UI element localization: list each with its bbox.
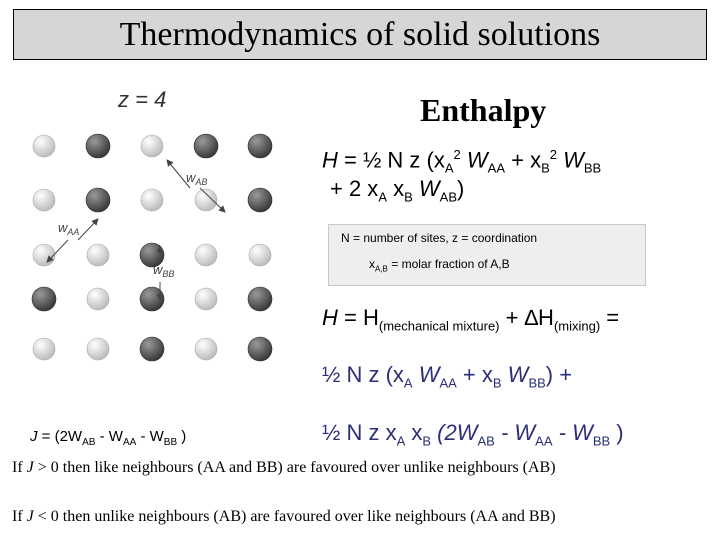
w-aa-arrow-1 bbox=[46, 239, 69, 263]
lattice-diagram: wAB wAA wBB bbox=[31, 133, 273, 362]
w-bb-label: wBB bbox=[153, 262, 174, 279]
atom-a bbox=[194, 287, 218, 311]
atom-b bbox=[31, 286, 57, 312]
atom-a bbox=[86, 337, 110, 361]
atom-b bbox=[85, 187, 111, 213]
w-ab-arrow-1 bbox=[166, 159, 191, 189]
mechanical-mixture-term: ½ N z (xA WAA + xB WBB) + bbox=[322, 362, 573, 391]
enthalpy-decomposition: H = H(mechanical mixture) + ∆H(mixing) = bbox=[322, 305, 620, 334]
coordination-label: z = 4 bbox=[118, 87, 167, 112]
mixing-term: ½ N z xA xB (2WAB - WAA - WBB ) bbox=[322, 420, 624, 449]
w-ab-label: wAB bbox=[186, 170, 207, 187]
atom-a bbox=[194, 243, 218, 267]
definitions-box: N = number of sites, z = coordination xA… bbox=[328, 224, 646, 286]
atom-a bbox=[86, 243, 110, 267]
atoms-group bbox=[31, 133, 273, 362]
title-bar: Thermodynamics of solid solutions bbox=[13, 9, 707, 60]
atom-a bbox=[194, 337, 218, 361]
atom-b bbox=[139, 336, 165, 362]
atom-a bbox=[32, 337, 56, 361]
w-aa-annotation: wAA bbox=[46, 218, 99, 263]
atom-a bbox=[32, 243, 56, 267]
enthalpy-equation-line1: H = ½ N z (xA2 WAA + xB2 WBB bbox=[322, 147, 602, 176]
atom-a bbox=[86, 287, 110, 311]
atom-a bbox=[248, 243, 272, 267]
definition-n-z: N = number of sites, z = coordination bbox=[341, 231, 538, 245]
atom-b bbox=[247, 133, 273, 159]
w-ab-annotation: wAB bbox=[166, 159, 226, 213]
atom-a bbox=[140, 134, 164, 158]
atom-b bbox=[247, 286, 273, 312]
j-definition: J = (2WAB - WAA - WBB ) bbox=[30, 428, 187, 448]
atom-b bbox=[85, 133, 111, 159]
statement-j-positive: If J > 0 then like neighbours (AA and BB… bbox=[12, 459, 556, 476]
atom-b bbox=[193, 133, 219, 159]
definition-x: xA,B = molar fraction of A,B bbox=[369, 257, 510, 274]
w-ab-arrow-2 bbox=[199, 187, 226, 213]
atom-a bbox=[194, 188, 218, 212]
w-bb-annotation: wBB bbox=[153, 245, 174, 301]
atom-b bbox=[247, 187, 273, 213]
w-aa-arrow-2 bbox=[77, 218, 99, 241]
atom-b bbox=[139, 286, 165, 312]
statement-j-negative: If J < 0 then unlike neighbours (AB) are… bbox=[12, 508, 556, 525]
atom-b bbox=[247, 336, 273, 362]
section-heading: Enthalpy bbox=[420, 92, 547, 128]
atom-a bbox=[140, 188, 164, 212]
atom-a bbox=[32, 188, 56, 212]
w-aa-label: wAA bbox=[58, 220, 79, 237]
atom-a bbox=[32, 134, 56, 158]
slide-title: Thermodynamics of solid solutions bbox=[119, 16, 601, 53]
enthalpy-equation-line2: + 2 xA xB WAB) bbox=[330, 176, 465, 205]
